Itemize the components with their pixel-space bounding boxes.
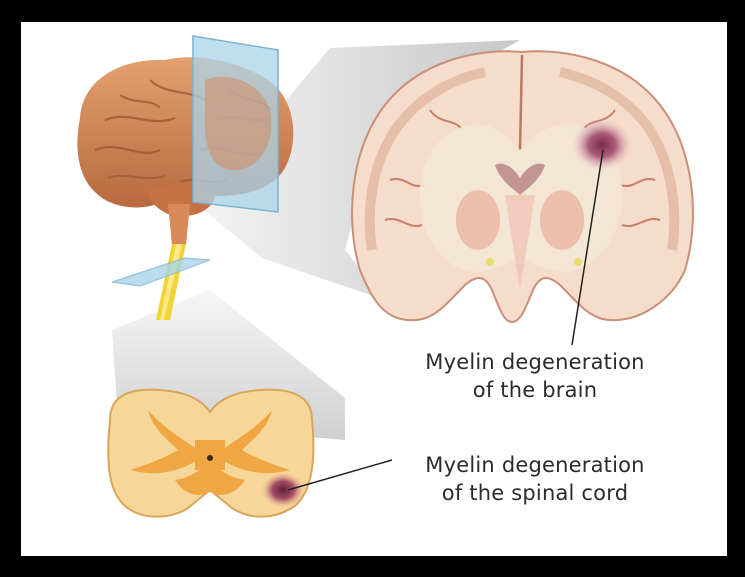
- brain-label-line2: of the brain: [385, 376, 685, 404]
- spinal-lesion: [261, 472, 305, 508]
- brain-section: [352, 51, 693, 322]
- brain-label-line1: Myelin degeneration: [385, 348, 685, 376]
- coronal-plane: [193, 36, 278, 212]
- transverse-plane: [112, 258, 210, 286]
- spinal-label-line2: of the spinal cord: [385, 479, 685, 507]
- spinal-cord-degeneration-label: Myelin degeneration of the spinal cord: [385, 451, 685, 507]
- brain-degeneration-label: Myelin degeneration of the brain: [385, 348, 685, 404]
- spinal-label-line1: Myelin degeneration: [385, 451, 685, 479]
- brain-lesion: [572, 119, 632, 171]
